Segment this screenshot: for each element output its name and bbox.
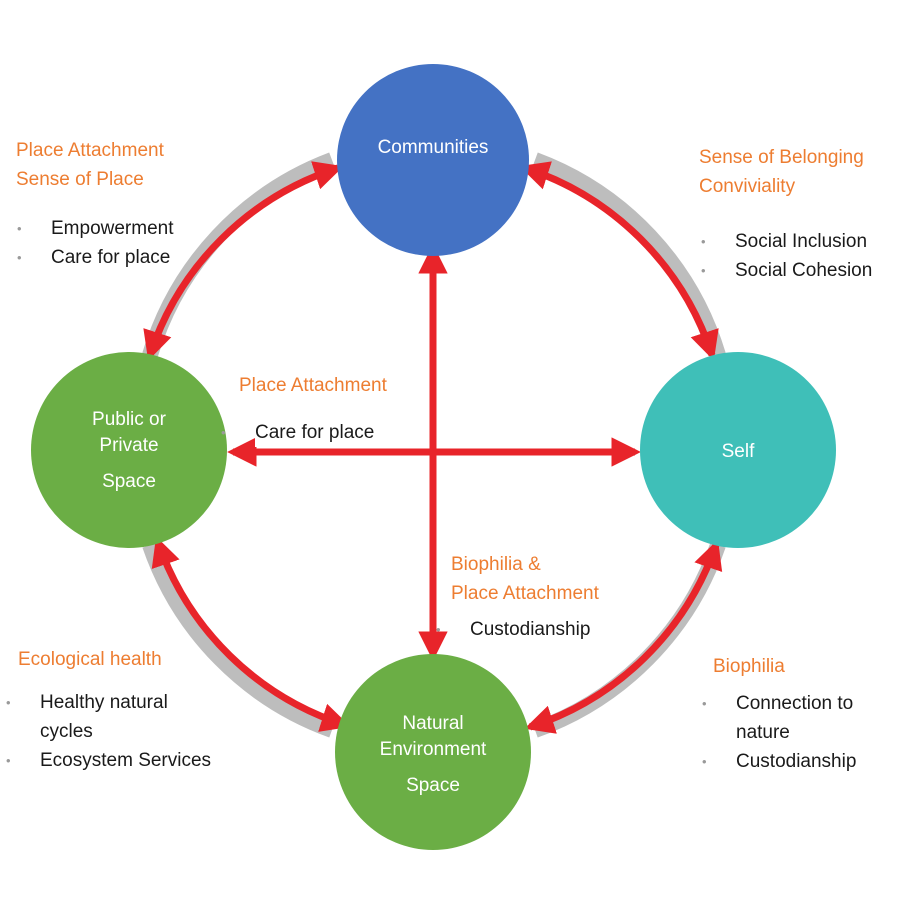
top-left-bullets: Empowerment Care for place (17, 214, 174, 272)
bottom-right-heading: Biophilia (713, 652, 785, 681)
arrow-communities-public (143, 161, 344, 361)
ring-arc-top-left (142, 152, 335, 358)
node-self: Self (640, 352, 836, 548)
heading-text: Sense of Belonging (699, 147, 864, 168)
curved-arrows (143, 161, 723, 734)
center-vertical-headings: Biophilia & Place Attachment (451, 550, 599, 608)
straight-arrows (227, 244, 641, 661)
heading-text: Biophilia (713, 656, 785, 677)
node-communities-label: Communities (378, 137, 489, 158)
node-public-label-1: Public or (92, 409, 167, 430)
node-natural-label-3: Space (406, 775, 460, 796)
node-self-label: Self (722, 441, 755, 462)
center-horizontal-bullets: Care for place (221, 418, 377, 447)
bottom-left-bullets: Healthy natural cycles Ecosystem Service… (6, 688, 211, 775)
bullet-item: Empowerment (17, 214, 173, 243)
center-horizontal-heading: Place Attachment (239, 371, 387, 400)
node-communities: Communities (337, 64, 529, 256)
bullet-item: Custodianship (436, 615, 591, 644)
heading-text: Biophilia & (451, 554, 541, 575)
heading-text: Place Attachment (451, 583, 599, 604)
bottom-right-bullets: Connection to nature Custodianship (702, 689, 857, 776)
heading-text: Place Attachment (16, 140, 164, 161)
bullet-continuation: cycles (40, 721, 93, 742)
node-natural-space: Natural Environment Space (335, 654, 531, 850)
ring-arc-top-right (532, 152, 726, 358)
center-vertical-bullets: Custodianship (436, 615, 591, 644)
bottom-left-heading: Ecological health (18, 645, 162, 674)
heading-text: Conviviality (699, 176, 796, 197)
arrow-public-natural (151, 536, 351, 732)
heading-text: Sense of Place (16, 169, 144, 190)
node-public-label-2: Private (99, 435, 158, 456)
arrow-communities-self (519, 161, 719, 361)
node-natural-label-1: Natural (402, 713, 463, 734)
heading-text: Ecological health (18, 649, 162, 670)
bullet-item: Healthy natural (6, 688, 211, 717)
node-public-label-3: Space (102, 471, 156, 492)
bullet-continuation: nature (736, 722, 790, 743)
bullet-item: Ecosystem Services (6, 746, 211, 775)
bullet-item: Social Inclusion (701, 227, 872, 256)
bullet-item: Care for place (17, 243, 174, 272)
node-natural-label-2: Environment (380, 739, 487, 760)
heading-text: Place Attachment (239, 375, 387, 396)
bullet-item: Connection to (702, 689, 856, 718)
node-public-space: Public or Private Space (31, 352, 227, 548)
bullet-item: Social Cohesion (701, 256, 872, 285)
top-right-headings: Sense of Belonging Conviviality (699, 143, 864, 201)
bullet-item: Custodianship (702, 747, 857, 776)
top-right-bullets: Social Inclusion Social Cohesion (701, 227, 872, 285)
top-left-headings: Place Attachment Sense of Place (16, 136, 164, 194)
bullet-item: Care for place (221, 418, 377, 447)
arrow-self-natural (524, 539, 723, 734)
